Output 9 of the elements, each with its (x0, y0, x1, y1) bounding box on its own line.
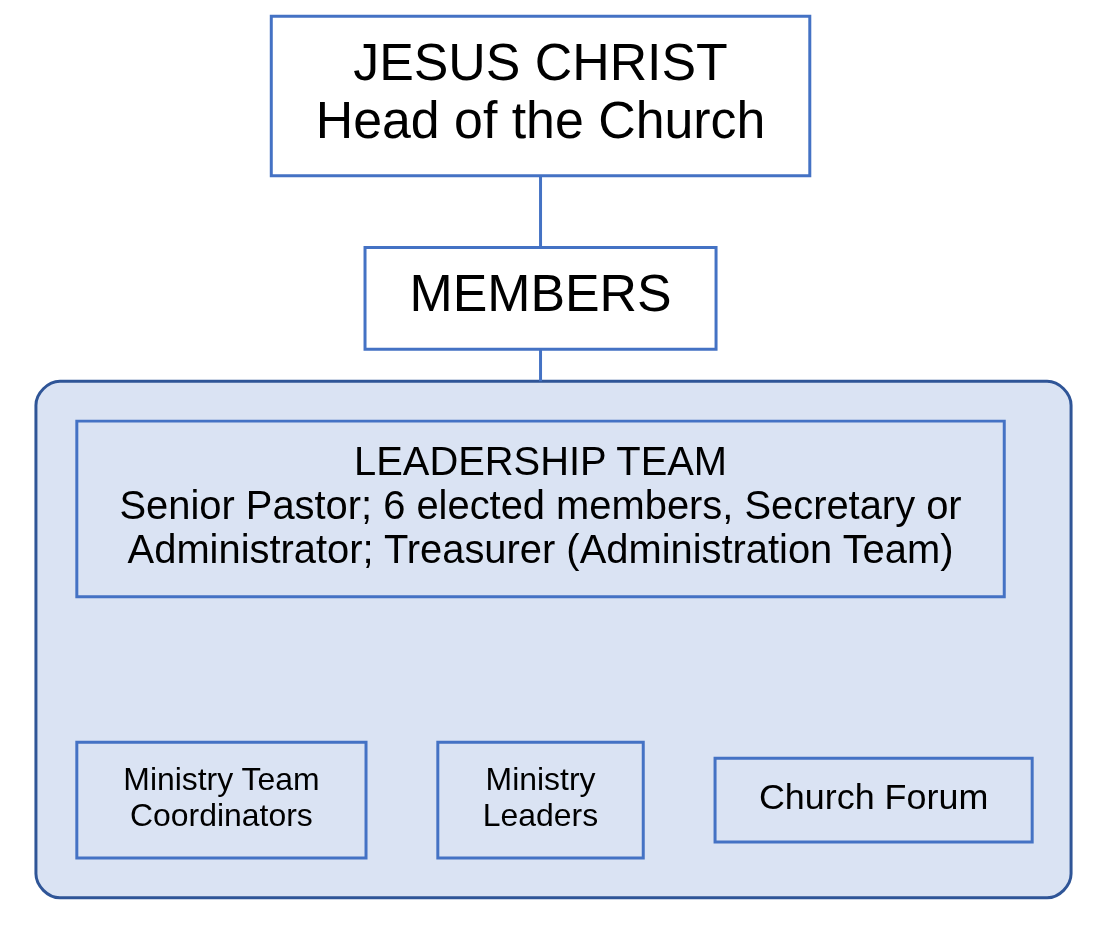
node-box: Church Forum (713, 756, 1034, 844)
connector (539, 349, 543, 382)
node-box: Ministry Leaders (436, 740, 645, 860)
connector (539, 175, 543, 248)
node-box: MEMBERS (363, 246, 718, 351)
node-box: JESUS CHRIST Head of the Church (269, 14, 812, 178)
node-box: Ministry Team Coordinators (75, 740, 368, 860)
cluster (34, 379, 1073, 900)
node-box: LEADERSHIP TEAM Senior Pastor; 6 elected members, Secretary or Administrator; Treasurer (Administration Team) (75, 419, 1006, 599)
